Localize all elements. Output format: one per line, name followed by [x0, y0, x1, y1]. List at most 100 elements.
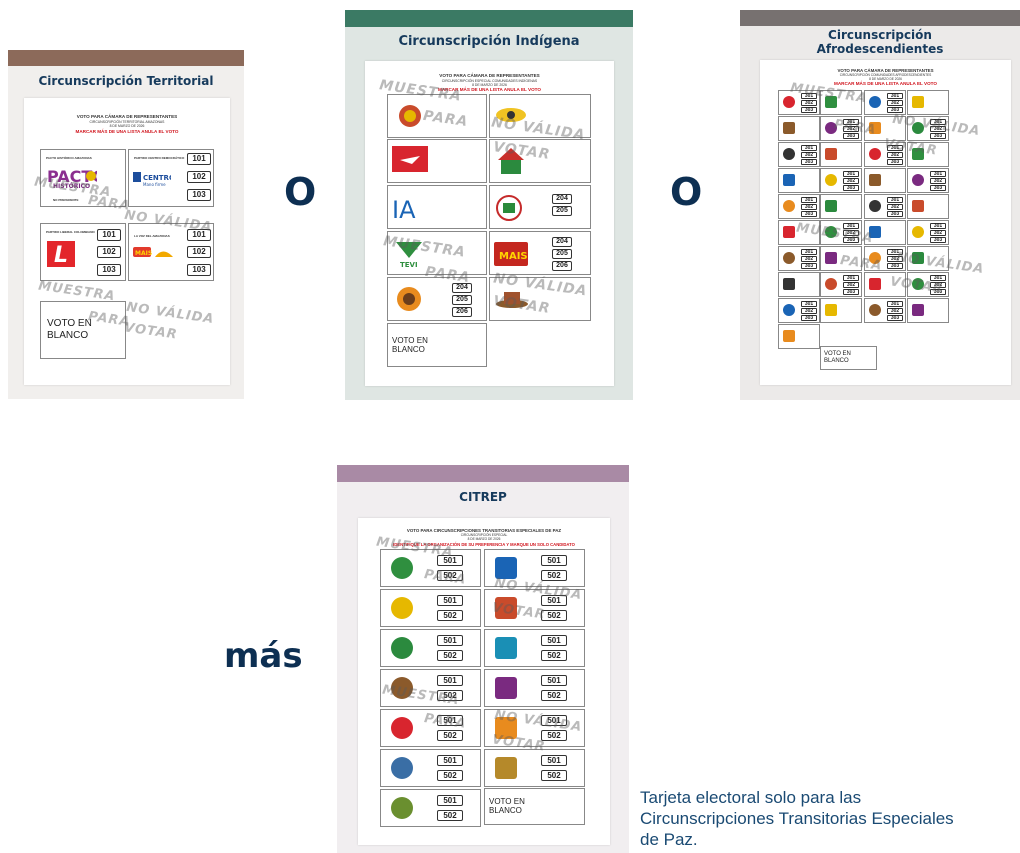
- candidate-code[interactable]: 303: [801, 159, 817, 165]
- blank-vote-box[interactable]: VOTO EN BLANCO: [484, 788, 585, 825]
- candidate-code[interactable]: 303: [930, 237, 946, 243]
- candidate-code[interactable]: 501: [437, 795, 463, 806]
- candidate-code[interactable]: 301: [930, 223, 946, 229]
- candidate-code[interactable]: 303: [843, 185, 859, 191]
- candidate-code[interactable]: 303: [887, 211, 903, 217]
- candidate-code[interactable]: 302: [887, 308, 903, 314]
- candidate-code[interactable]: 501: [541, 555, 567, 566]
- candidate-code[interactable]: 303: [801, 107, 817, 113]
- blank-vote-box[interactable]: VOTO EN BLANCO: [387, 323, 487, 367]
- candidate-code[interactable]: 303: [801, 211, 817, 217]
- candidate-code[interactable]: 102: [97, 246, 121, 258]
- candidate-code[interactable]: 303: [930, 289, 946, 295]
- candidate-code[interactable]: 301: [930, 119, 946, 125]
- candidate-code[interactable]: 302: [801, 256, 817, 262]
- candidate-code[interactable]: 302: [930, 126, 946, 132]
- candidate-code[interactable]: 502: [437, 610, 463, 621]
- candidate-code[interactable]: 302: [887, 152, 903, 158]
- candidate-code[interactable]: 501: [541, 595, 567, 606]
- candidate-code[interactable]: 303: [887, 315, 903, 321]
- candidate-code[interactable]: 301: [801, 145, 817, 151]
- candidate-code[interactable]: 303: [930, 133, 946, 139]
- candidate-code[interactable]: 101: [187, 153, 211, 165]
- candidate-code[interactable]: 302: [887, 100, 903, 106]
- candidate-code[interactable]: 302: [887, 204, 903, 210]
- candidate-code[interactable]: 501: [437, 715, 463, 726]
- candidate-code[interactable]: 301: [887, 197, 903, 203]
- candidate-code[interactable]: 301: [930, 275, 946, 281]
- candidate-code[interactable]: 302: [843, 282, 859, 288]
- candidate-code[interactable]: 301: [801, 249, 817, 255]
- candidate-code[interactable]: 302: [843, 178, 859, 184]
- candidate-code[interactable]: 301: [887, 249, 903, 255]
- candidate-code[interactable]: 302: [843, 126, 859, 132]
- candidate-code[interactable]: 101: [97, 229, 121, 241]
- candidate-code[interactable]: 502: [437, 690, 463, 701]
- candidate-code[interactable]: 501: [437, 595, 463, 606]
- candidate-code[interactable]: 302: [887, 256, 903, 262]
- candidate-code[interactable]: 502: [541, 730, 567, 741]
- candidate-code[interactable]: 303: [887, 107, 903, 113]
- candidate-code[interactable]: 501: [541, 635, 567, 646]
- candidate-code[interactable]: 102: [187, 246, 211, 258]
- candidate-code[interactable]: 502: [541, 570, 567, 581]
- candidate-code[interactable]: 301: [801, 301, 817, 307]
- candidate-code[interactable]: 301: [843, 275, 859, 281]
- candidate-code[interactable]: 204: [552, 237, 572, 247]
- candidate-code[interactable]: 302: [801, 152, 817, 158]
- candidate-code[interactable]: 302: [843, 230, 859, 236]
- candidate-code[interactable]: 301: [887, 93, 903, 99]
- candidate-code[interactable]: 303: [801, 315, 817, 321]
- candidate-code[interactable]: 301: [801, 197, 817, 203]
- candidate-code[interactable]: 204: [452, 283, 472, 293]
- candidate-code[interactable]: 302: [930, 230, 946, 236]
- candidate-code[interactable]: 102: [187, 171, 211, 183]
- candidate-code[interactable]: 204: [552, 194, 572, 204]
- candidate-code[interactable]: 301: [843, 223, 859, 229]
- candidate-code[interactable]: 303: [930, 185, 946, 191]
- candidate-code[interactable]: 303: [843, 133, 859, 139]
- candidate-code[interactable]: 501: [541, 755, 567, 766]
- candidate-code[interactable]: 301: [930, 171, 946, 177]
- candidate-code[interactable]: 502: [437, 650, 463, 661]
- candidate-code[interactable]: 502: [541, 610, 567, 621]
- candidate-code[interactable]: 501: [437, 555, 463, 566]
- candidate-code[interactable]: 301: [887, 301, 903, 307]
- candidate-code[interactable]: 103: [97, 264, 121, 276]
- candidate-code[interactable]: 303: [887, 263, 903, 269]
- blank-vote-box[interactable]: VOTO EN BLANCO: [40, 301, 126, 359]
- candidate-code[interactable]: 103: [187, 189, 211, 201]
- candidate-code[interactable]: 301: [801, 93, 817, 99]
- candidate-code[interactable]: 303: [843, 237, 859, 243]
- candidate-code[interactable]: 302: [930, 282, 946, 288]
- candidate-code[interactable]: 303: [801, 263, 817, 269]
- candidate-code[interactable]: 301: [887, 145, 903, 151]
- candidate-code[interactable]: 502: [541, 770, 567, 781]
- candidate-code[interactable]: 502: [437, 770, 463, 781]
- candidate-code[interactable]: 502: [437, 730, 463, 741]
- candidate-code[interactable]: 205: [452, 295, 472, 305]
- blank-vote-box[interactable]: VOTO EN BLANCO: [820, 346, 877, 370]
- candidate-code[interactable]: 502: [541, 690, 567, 701]
- candidate-code[interactable]: 501: [437, 755, 463, 766]
- candidate-code[interactable]: 501: [541, 715, 567, 726]
- candidate-code[interactable]: 302: [801, 100, 817, 106]
- candidate-code[interactable]: 205: [552, 249, 572, 259]
- candidate-code[interactable]: 502: [437, 570, 463, 581]
- candidate-code[interactable]: 206: [552, 261, 572, 271]
- candidate-code[interactable]: 501: [541, 675, 567, 686]
- candidate-code[interactable]: 302: [801, 204, 817, 210]
- candidate-code[interactable]: 502: [541, 650, 567, 661]
- candidate-code[interactable]: 302: [801, 308, 817, 314]
- candidate-code[interactable]: 206: [452, 307, 472, 317]
- candidate-code[interactable]: 501: [437, 635, 463, 646]
- candidate-code[interactable]: 301: [843, 171, 859, 177]
- candidate-code[interactable]: 303: [887, 159, 903, 165]
- candidate-code[interactable]: 502: [437, 810, 463, 821]
- candidate-code[interactable]: 302: [930, 178, 946, 184]
- candidate-code[interactable]: 101: [187, 229, 211, 241]
- candidate-code[interactable]: 303: [843, 289, 859, 295]
- candidate-code[interactable]: 205: [552, 206, 572, 216]
- candidate-code[interactable]: 501: [437, 675, 463, 686]
- candidate-code[interactable]: 103: [187, 264, 211, 276]
